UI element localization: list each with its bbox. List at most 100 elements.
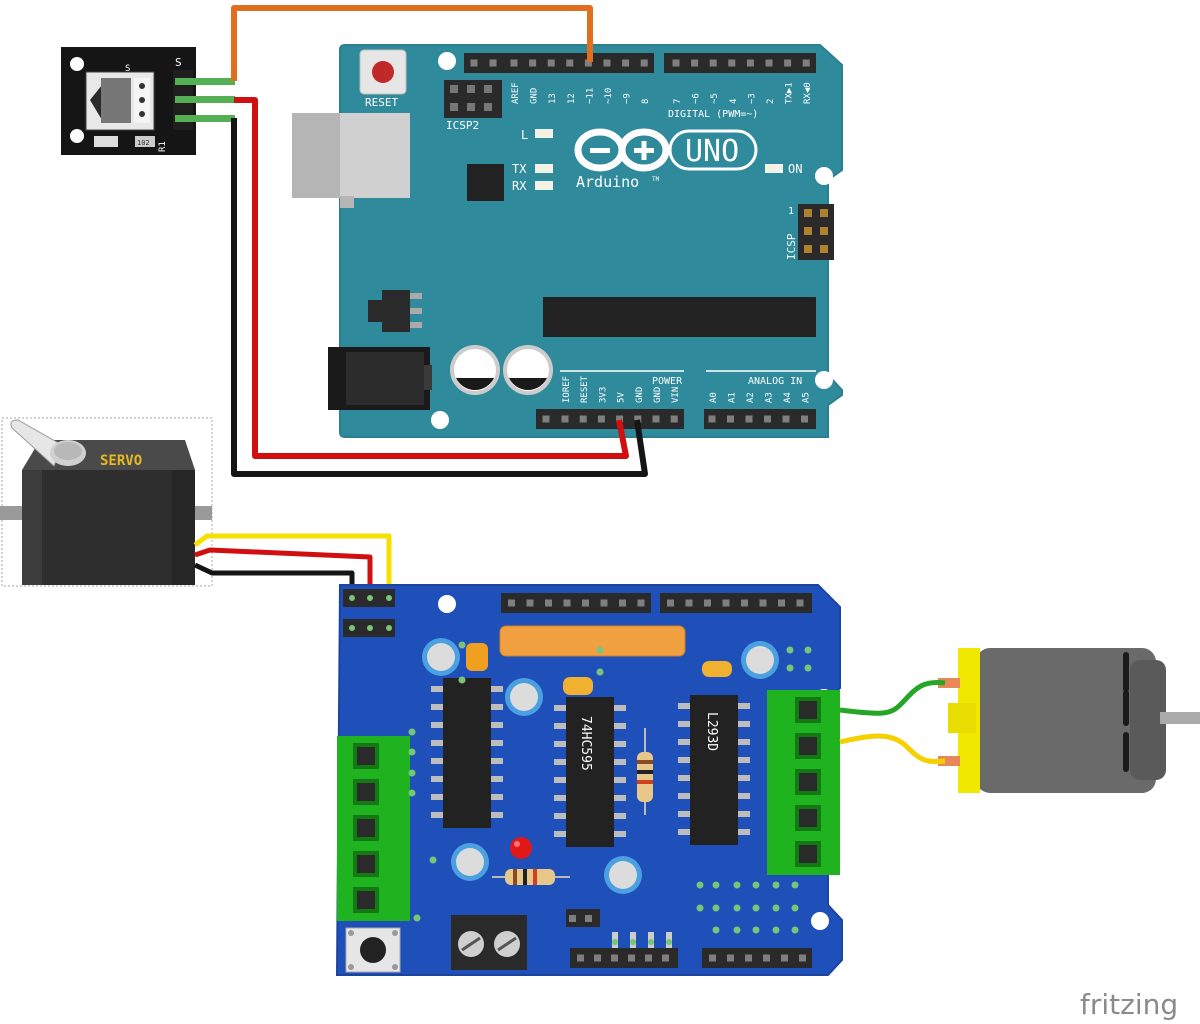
analog-pin[interactable] <box>727 415 734 423</box>
shield-pin[interactable] <box>704 599 711 607</box>
digital-pin[interactable] <box>691 59 699 67</box>
digital-pin[interactable] <box>547 59 555 67</box>
chip-leg <box>614 723 626 729</box>
shield-pin[interactable] <box>745 954 752 962</box>
mounting-hole <box>438 52 456 70</box>
ceramic-capacitor <box>702 661 732 677</box>
icsp-label: ICSP <box>785 233 798 260</box>
ir-pin-signal[interactable] <box>175 78 235 85</box>
shield-pin[interactable] <box>545 599 552 607</box>
shield-pin[interactable] <box>741 599 748 607</box>
digital-pin[interactable] <box>529 59 537 67</box>
power-pin[interactable] <box>597 415 605 423</box>
servo-wire-signal[interactable] <box>193 533 392 593</box>
wire-ground[interactable] <box>231 118 648 477</box>
pad <box>696 904 704 912</box>
wire-signal[interactable] <box>231 5 593 81</box>
shield-pin[interactable] <box>799 954 806 962</box>
servo-motor: SERVO <box>0 417 213 587</box>
r1-label: R1 <box>158 141 168 152</box>
shield-pin[interactable] <box>637 599 645 607</box>
jumper-pin[interactable] <box>569 915 576 922</box>
shield-pin[interactable] <box>778 599 785 607</box>
shield-pin[interactable] <box>645 954 652 962</box>
shield-pin[interactable] <box>763 954 770 962</box>
digital-pin[interactable] <box>603 59 611 67</box>
analog-pin[interactable] <box>782 415 790 423</box>
pad <box>696 881 704 889</box>
chip-leg <box>678 757 690 763</box>
shield-pin[interactable] <box>611 954 618 962</box>
digital-pin[interactable] <box>765 59 773 67</box>
digital-pin[interactable] <box>489 59 497 67</box>
shield-pin[interactable] <box>709 954 716 962</box>
shield-pin[interactable] <box>600 599 608 607</box>
pad <box>408 769 416 777</box>
power-pin[interactable] <box>652 415 660 423</box>
wire-power[interactable] <box>234 97 629 459</box>
shield-pin[interactable] <box>667 599 674 607</box>
capacitor <box>451 843 489 881</box>
power-pin[interactable] <box>616 415 624 423</box>
power-pin[interactable] <box>561 415 569 423</box>
shield-reset-button[interactable] <box>345 927 401 973</box>
digital-pin[interactable] <box>566 59 574 67</box>
analog-pin[interactable] <box>764 415 771 423</box>
pad <box>630 939 636 945</box>
motor-wire-b[interactable] <box>839 733 946 765</box>
shield-pin[interactable] <box>727 954 734 962</box>
shield-pin[interactable] <box>628 954 635 962</box>
reset-button[interactable] <box>359 49 407 95</box>
shield-pin[interactable] <box>796 599 804 607</box>
terminal-block-right <box>767 690 840 875</box>
shield-pin[interactable] <box>594 954 601 962</box>
digital-pin[interactable] <box>802 59 810 67</box>
analog-pin[interactable] <box>745 415 753 423</box>
digital-pin-label: 13 <box>548 93 558 104</box>
power-pin[interactable] <box>542 415 550 423</box>
shield-pin[interactable] <box>662 954 669 962</box>
shield-pin[interactable] <box>577 954 584 962</box>
digital-pin-label: ~6 <box>692 93 702 104</box>
led-tx <box>535 164 553 173</box>
digital-pin[interactable] <box>510 59 518 67</box>
digital-pin[interactable] <box>672 59 680 67</box>
pad <box>791 881 799 889</box>
servo-wire-ground[interactable] <box>193 562 355 593</box>
digital-pin[interactable] <box>709 59 717 67</box>
motor-wire-a[interactable] <box>839 679 946 716</box>
chip-l293d-label: L293D <box>704 712 719 751</box>
jumper-pin[interactable] <box>585 915 592 922</box>
icsp-bottom-header <box>570 948 678 968</box>
chip-leg <box>738 829 750 835</box>
digital-pin[interactable] <box>784 59 792 67</box>
digital-pin[interactable] <box>746 59 754 67</box>
analog-pin[interactable] <box>801 415 808 423</box>
power-pin[interactable] <box>670 415 678 423</box>
shield-pin[interactable] <box>685 599 693 607</box>
digital-pin[interactable] <box>584 59 592 67</box>
servo-wire-power[interactable] <box>194 547 373 593</box>
shield-pin[interactable] <box>508 599 515 607</box>
analog-pin[interactable] <box>708 415 716 423</box>
shield-pin[interactable] <box>781 954 788 962</box>
chip-leg <box>491 776 503 782</box>
digital-pin[interactable] <box>470 59 478 67</box>
ir-pin-vcc[interactable] <box>175 96 235 103</box>
shield-pin[interactable] <box>563 599 571 607</box>
pad <box>733 904 741 912</box>
capacitor <box>503 345 553 395</box>
shield-pin[interactable] <box>722 599 730 607</box>
power-pin[interactable] <box>579 415 587 423</box>
digital-pin[interactable] <box>622 59 630 67</box>
shield-pin[interactable] <box>582 599 589 607</box>
ir-pin-gnd[interactable] <box>175 115 235 122</box>
shield-pin[interactable] <box>619 599 626 607</box>
motor-driver-shield: 74HC595 L293D <box>335 584 843 976</box>
power-pin[interactable] <box>634 415 642 423</box>
digital-pin[interactable] <box>640 59 648 67</box>
shield-pin[interactable] <box>526 599 534 607</box>
digital-pin-label: RX◀0 <box>803 82 813 104</box>
digital-pin[interactable] <box>728 59 736 67</box>
shield-pin[interactable] <box>759 599 767 607</box>
